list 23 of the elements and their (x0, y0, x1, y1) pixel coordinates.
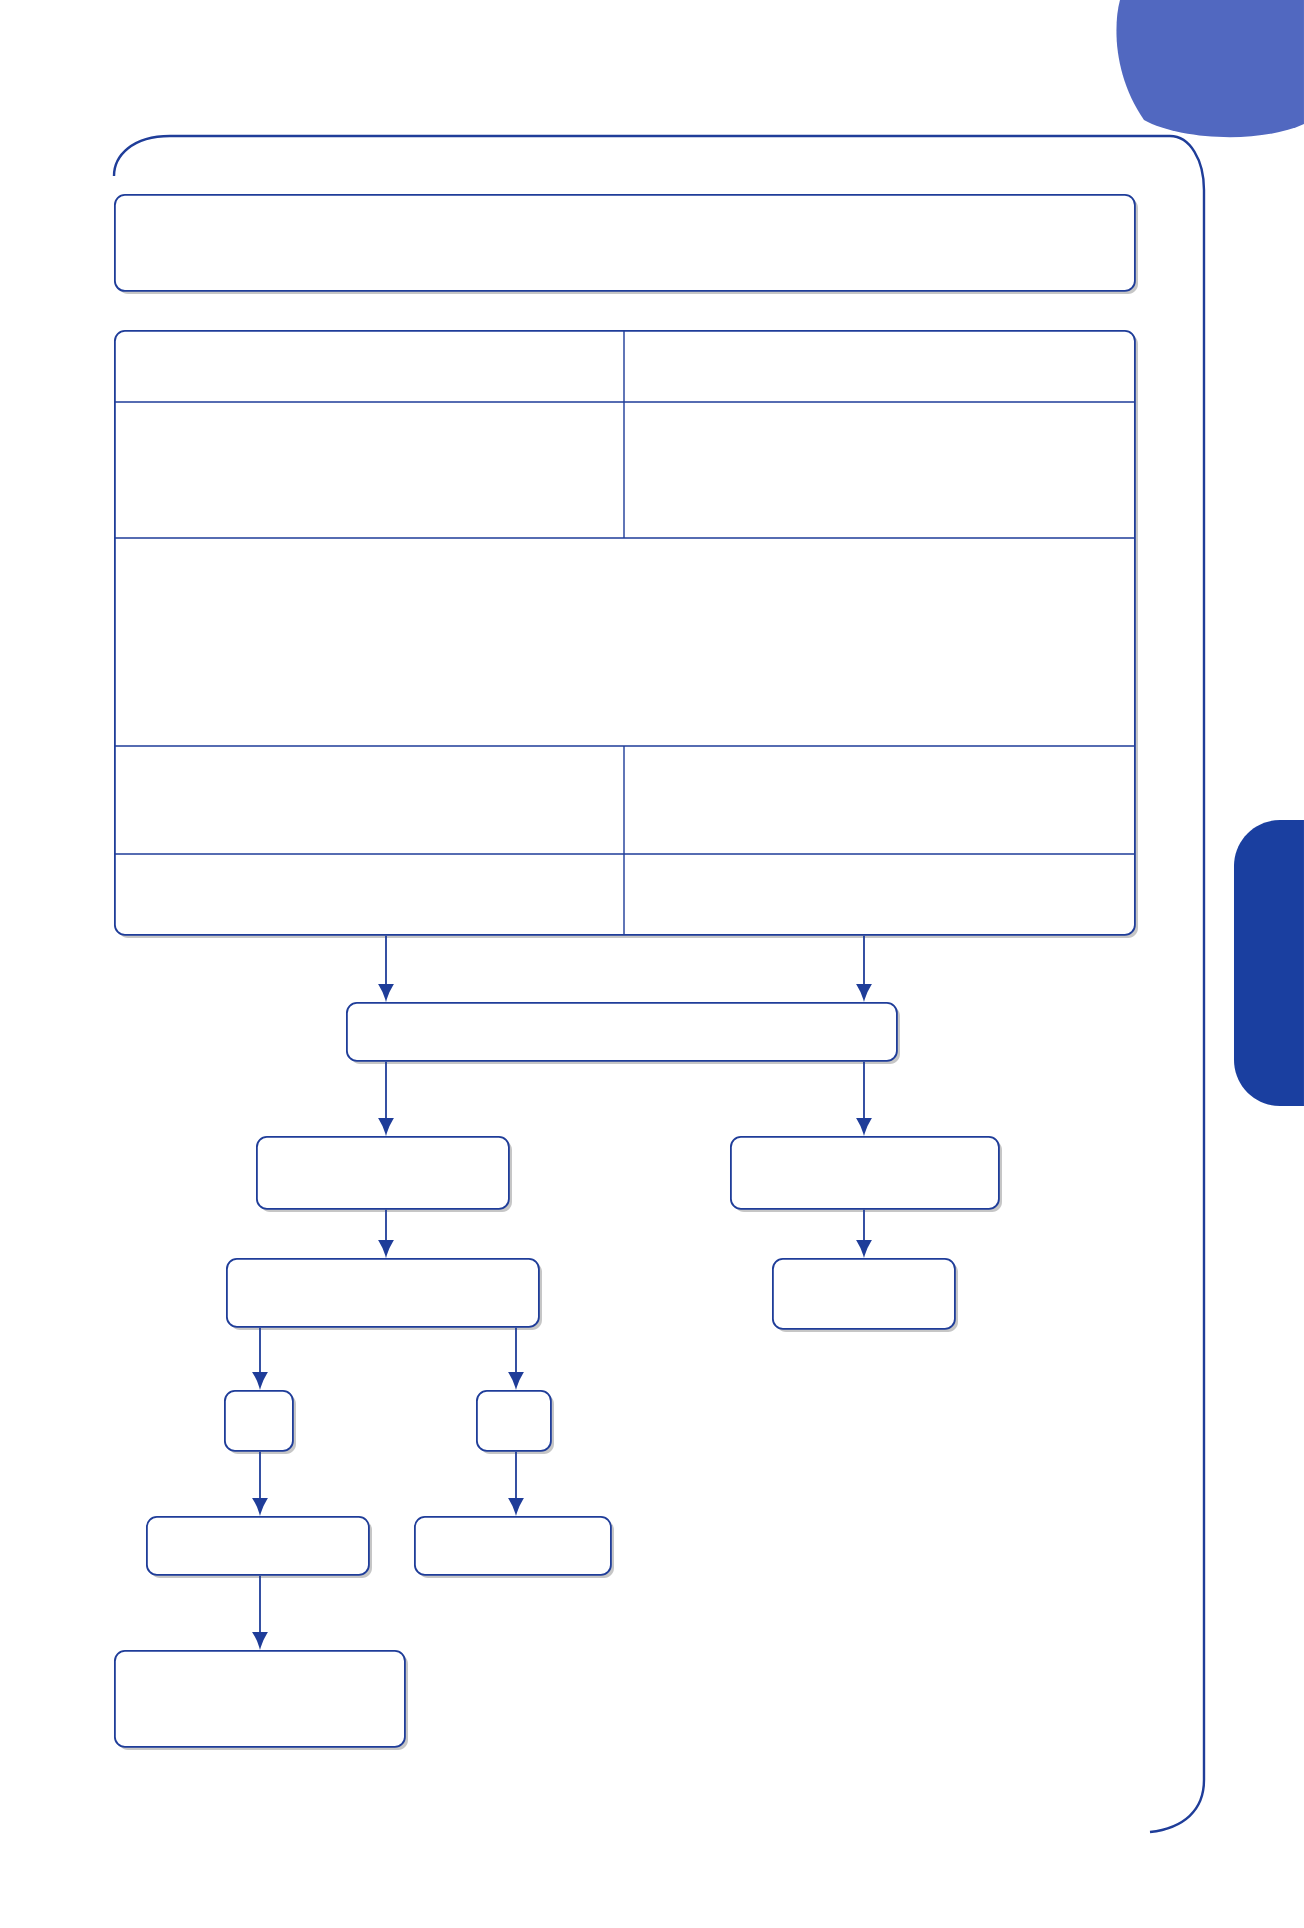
process-box (146, 1516, 372, 1578)
process-box (476, 1390, 554, 1454)
process-box (114, 194, 1138, 294)
arrow (252, 1450, 268, 1514)
arrow (378, 1208, 394, 1256)
arrow (856, 1060, 872, 1134)
process-box (772, 1258, 958, 1332)
table (113, 329, 1138, 938)
arrow (252, 1326, 268, 1388)
arrow (378, 1060, 394, 1134)
process-box (730, 1136, 1002, 1212)
arrow (252, 1574, 268, 1648)
arrow (508, 1450, 524, 1514)
process-box (346, 1002, 900, 1064)
process-box (224, 1390, 296, 1454)
arrow (856, 1208, 872, 1256)
process-box (226, 1258, 542, 1330)
arrow (508, 1326, 524, 1388)
process-box (256, 1136, 512, 1212)
arrow (856, 934, 872, 1000)
arrow (378, 934, 394, 1000)
process-box (114, 1650, 408, 1750)
process-box (414, 1516, 614, 1578)
